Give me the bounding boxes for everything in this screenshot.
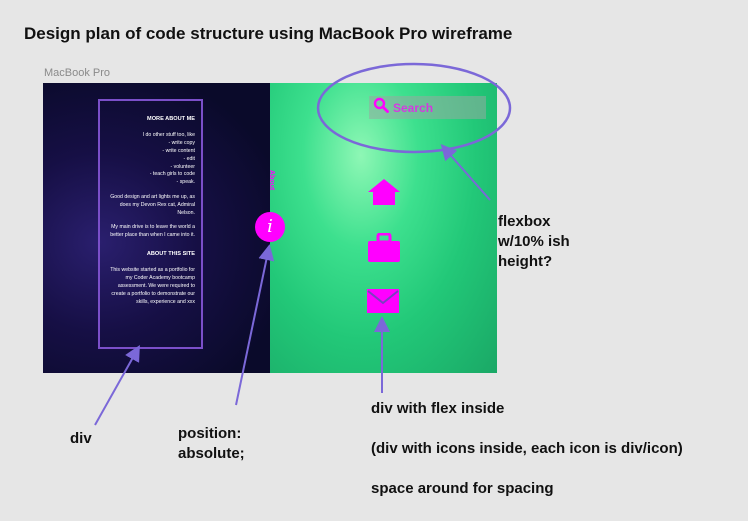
- div-note: div: [70, 430, 92, 447]
- position-note: position: absolute;: [178, 425, 245, 462]
- briefcase-icon[interactable]: [367, 232, 401, 268]
- site-heading: ABOUT THIS SITE: [146, 250, 195, 257]
- flexbox-note: flexbox w/10% ish height?: [498, 213, 570, 270]
- search-input[interactable]: Search: [393, 100, 434, 115]
- left-pane: MORE ABOUT ME I do other stuff too, like…: [43, 83, 270, 373]
- macbook-frame: MORE ABOUT ME I do other stuff too, like…: [43, 83, 497, 373]
- info-button[interactable]: i: [255, 212, 285, 242]
- about-heading: MORE ABOUT ME: [147, 116, 195, 122]
- home-icon[interactable]: [367, 178, 401, 211]
- icons-inside-note: (div with icons inside, each icon is div…: [371, 440, 683, 457]
- about-vertical-label[interactable]: About: [268, 170, 275, 191]
- site-paragraph: This website started as a portfolio for …: [110, 267, 195, 305]
- search-icon[interactable]: [373, 97, 389, 118]
- about-box: MORE ABOUT ME I do other stuff too, like…: [98, 99, 203, 349]
- mail-icon[interactable]: [367, 289, 399, 318]
- search-bar[interactable]: Search: [369, 96, 486, 119]
- frame-label: MacBook Pro: [44, 67, 111, 79]
- space-around-note: space around for spacing: [371, 480, 554, 497]
- about-paragraph: Good design and art lights me up, as doe…: [110, 193, 195, 216]
- right-pane: [270, 83, 497, 373]
- flex-inside-note: div with flex inside: [371, 400, 505, 417]
- about-paragraph: My main drive is to leave the world a be…: [110, 224, 195, 239]
- page-title: Design plan of code structure using MacB…: [24, 24, 513, 43]
- about-paragraph: I do other stuff too, like - write copy …: [142, 132, 195, 186]
